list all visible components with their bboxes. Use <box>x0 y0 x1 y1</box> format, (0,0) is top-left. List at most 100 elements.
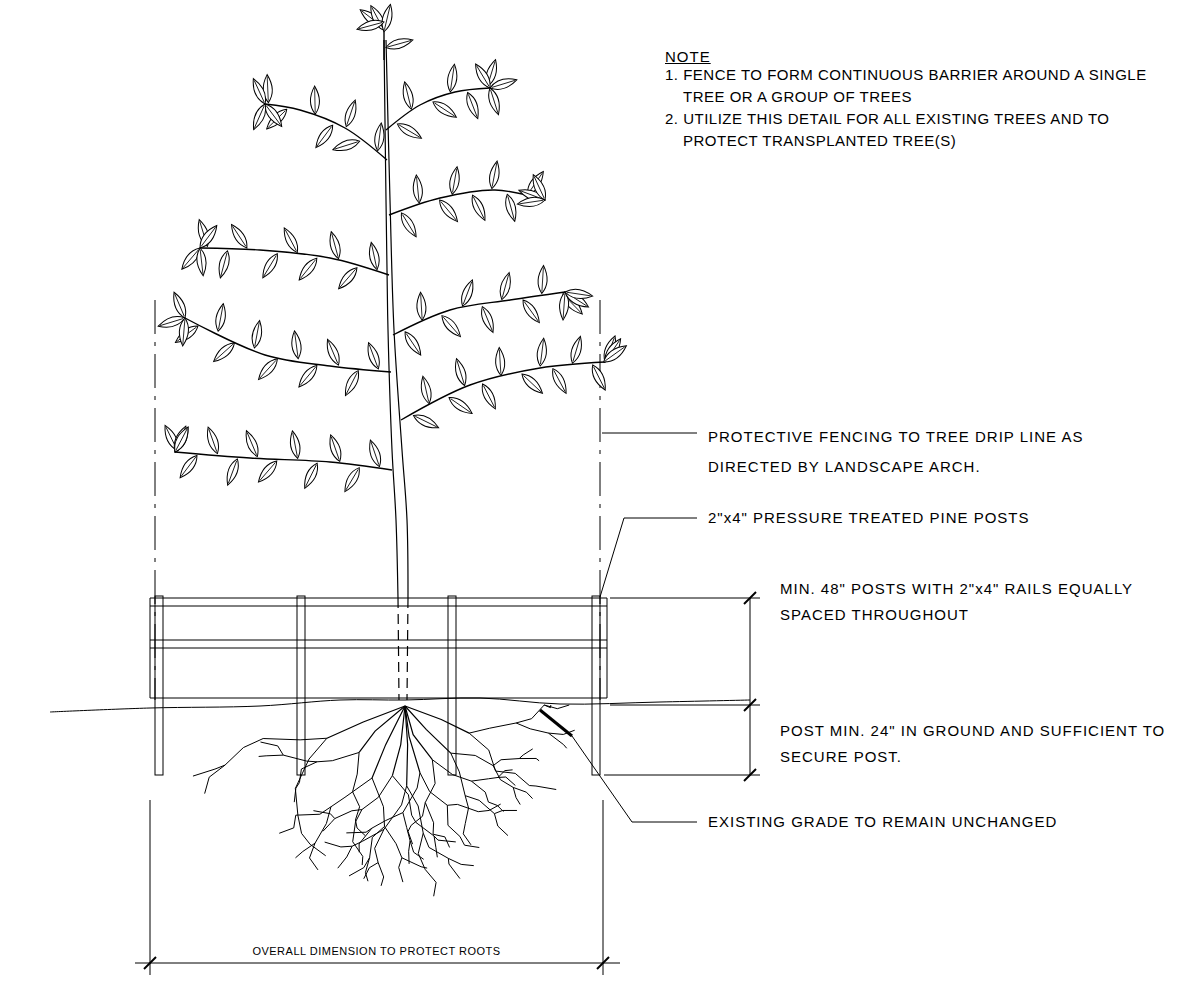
root-line <box>323 819 335 832</box>
leaf <box>288 430 302 459</box>
note-text: 1. FENCE TO FORM CONTINUOUS BARRIER AROU… <box>665 64 1183 108</box>
root-line <box>548 733 566 748</box>
root-line <box>411 802 425 825</box>
extension-line <box>603 800 604 975</box>
fence-post <box>155 596 163 775</box>
leaf <box>242 429 261 458</box>
leaf <box>255 356 280 383</box>
extension-line <box>604 775 760 776</box>
leaf <box>335 265 360 292</box>
leaf <box>503 193 519 222</box>
leaf <box>478 305 497 334</box>
root-line <box>362 776 392 810</box>
root-line <box>310 843 318 870</box>
root-line <box>325 842 352 847</box>
fence-rail <box>150 698 607 699</box>
leaf <box>223 457 241 486</box>
root-line <box>403 813 410 841</box>
leaf <box>398 211 420 240</box>
leaf <box>401 329 424 357</box>
root-line <box>513 787 520 804</box>
dimension-tick <box>144 957 156 969</box>
leaf <box>517 196 546 209</box>
leaf <box>214 303 228 332</box>
callout-text: 2"x4" PRESSURE TREATED PINE POSTS <box>708 507 1178 529</box>
leaf <box>157 314 186 331</box>
branch <box>393 292 565 335</box>
root-line <box>425 760 435 803</box>
root-line <box>263 738 327 740</box>
grade-mark <box>540 710 572 736</box>
leaf <box>259 251 281 280</box>
leaf <box>497 271 513 300</box>
dimensions <box>135 433 760 975</box>
root-line <box>346 828 372 833</box>
leaf <box>323 338 342 367</box>
leaf <box>176 453 200 481</box>
leaf <box>341 465 363 494</box>
root-line <box>516 705 544 723</box>
root-line <box>327 706 405 738</box>
root-line <box>465 796 468 824</box>
leaf <box>290 330 303 359</box>
root-line <box>496 771 530 785</box>
fence-post <box>448 596 456 775</box>
root-line <box>225 739 263 766</box>
root-line <box>372 813 403 829</box>
root-line <box>447 805 460 836</box>
extension-line <box>150 800 151 975</box>
callout-text: PROTECTIVE FENCING TO TREE DRIP LINE AS … <box>708 422 1153 482</box>
leaf <box>204 426 222 455</box>
root-line <box>399 858 403 882</box>
leaf <box>446 394 474 417</box>
root-line <box>493 766 513 788</box>
root-line <box>451 753 465 796</box>
root-line <box>451 753 493 765</box>
leaf <box>312 122 336 150</box>
leaf <box>601 342 629 366</box>
dimension-tick <box>597 957 609 969</box>
root-line <box>283 755 317 762</box>
leaf <box>356 18 385 34</box>
protective-fence <box>150 596 607 775</box>
dimension-text: POST MIN. 24" IN GROUND AND SUFFICIENT T… <box>780 718 1170 770</box>
fence-post <box>297 596 305 775</box>
leaf <box>564 288 593 301</box>
leaf <box>395 120 424 142</box>
fence-rail <box>150 648 607 649</box>
root-line <box>405 706 469 733</box>
root-line <box>313 811 334 819</box>
leader-line <box>600 518 697 597</box>
dimension-line <box>750 598 751 775</box>
leaf <box>255 458 280 485</box>
leaf <box>400 81 415 110</box>
root-line <box>372 706 405 778</box>
leaf <box>448 166 462 195</box>
leaf <box>568 335 585 364</box>
leaf <box>385 36 414 52</box>
leaf <box>469 193 489 222</box>
root-line <box>372 778 384 827</box>
root-line <box>471 777 498 781</box>
leader-line <box>602 433 697 434</box>
root-line <box>434 836 437 857</box>
root-line <box>317 752 359 761</box>
leaf <box>327 230 343 259</box>
root-line <box>370 826 385 857</box>
root-line <box>498 777 515 785</box>
root-line <box>544 705 569 709</box>
leaf <box>536 338 548 367</box>
root-line <box>433 834 450 847</box>
dimension-text: OVERALL DIMENSION TO PROTECT ROOTS <box>150 944 603 958</box>
root-line <box>338 846 352 868</box>
root-line <box>359 706 405 752</box>
dimension-tick <box>744 769 756 781</box>
leaf <box>489 75 518 92</box>
leaf <box>301 461 321 490</box>
leaf <box>196 223 220 251</box>
root-line <box>353 752 360 791</box>
leaf <box>364 341 382 370</box>
tree <box>157 3 629 700</box>
dimension-text: MIN. 48" POSTS WITH 2"x4" RAILS EQUALLY … <box>780 576 1170 628</box>
root-line <box>407 786 424 833</box>
